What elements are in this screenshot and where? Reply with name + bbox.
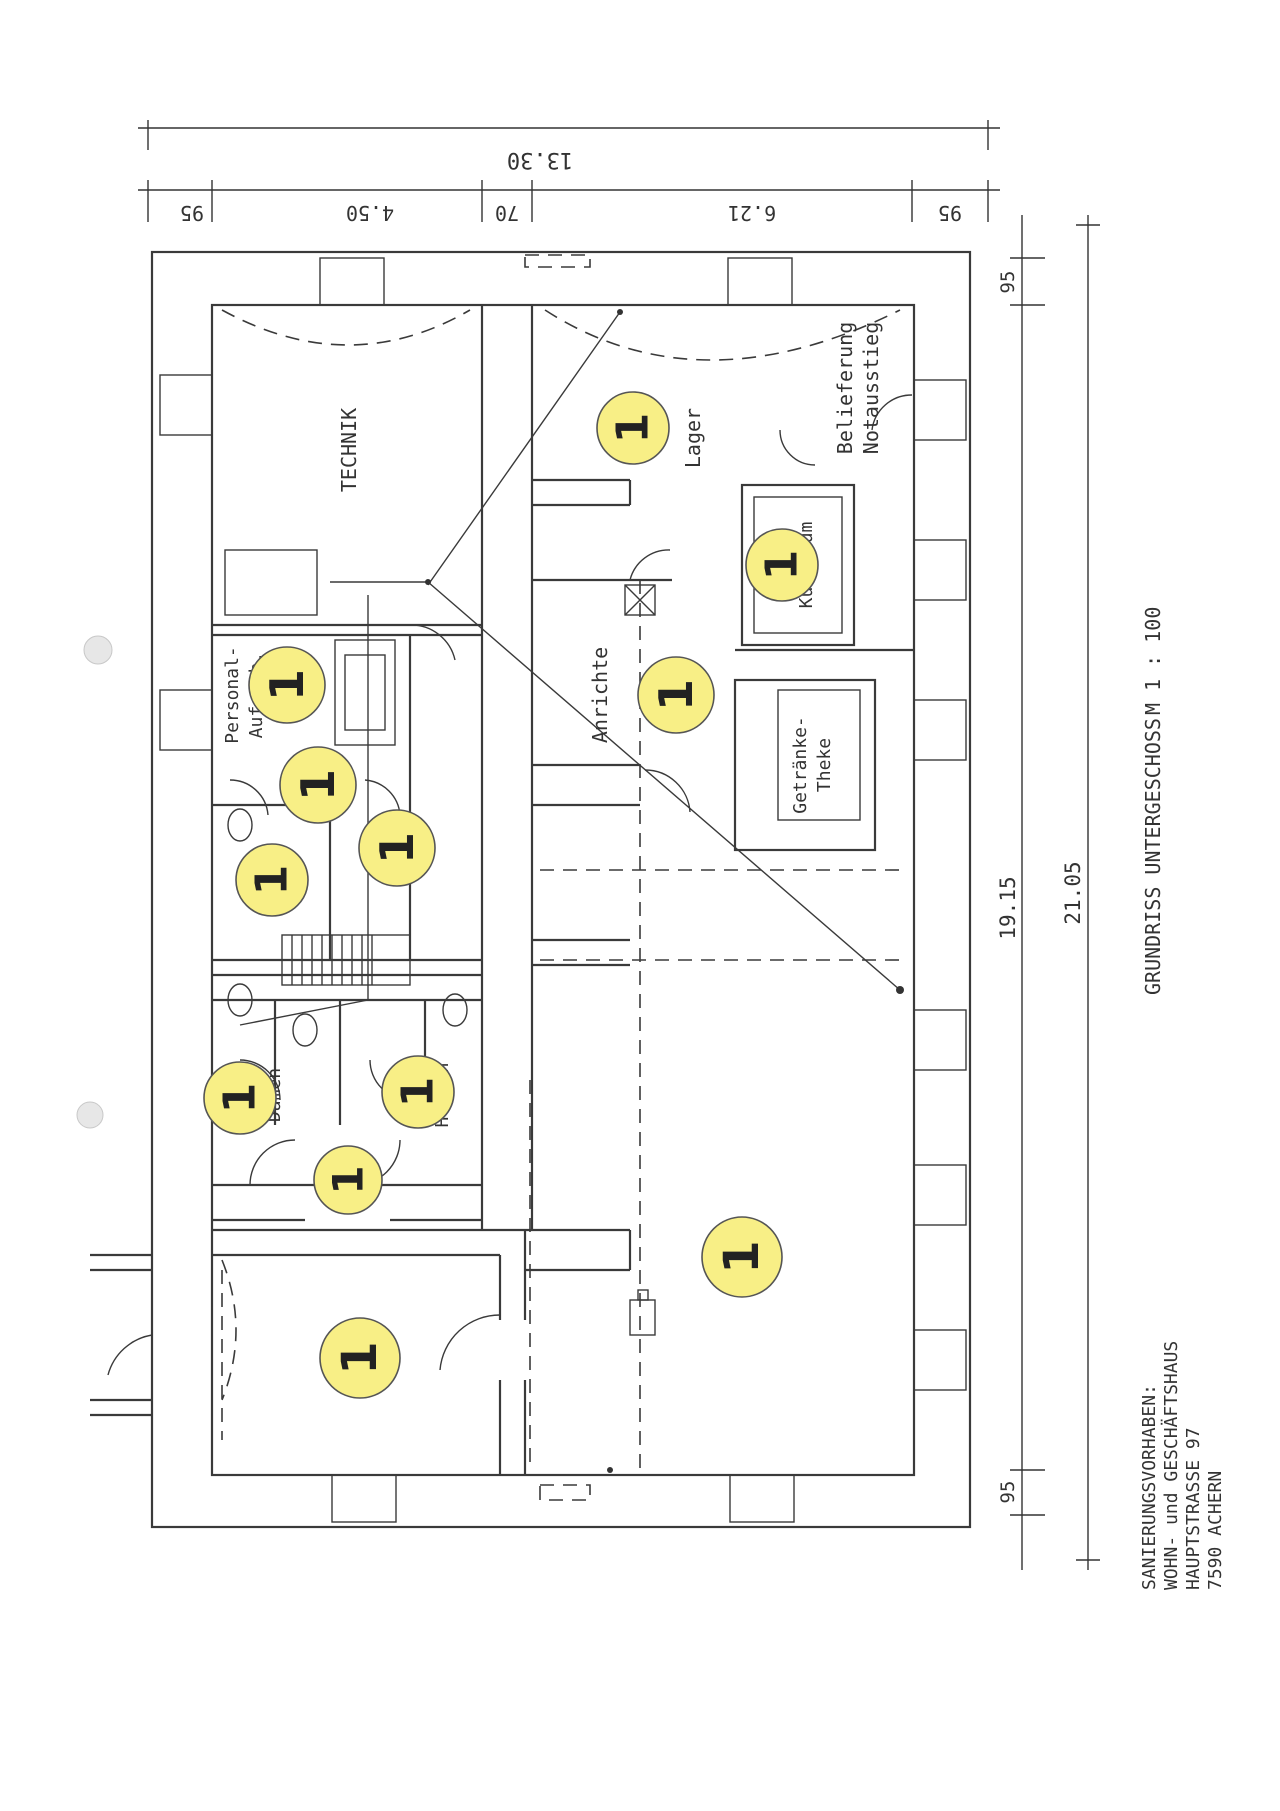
room-label-theke: Theke — [814, 738, 835, 792]
room-label-personal: Personal- — [222, 646, 243, 744]
marker-value: 1 — [649, 679, 703, 711]
marker-anrichte: 1 — [637, 656, 715, 734]
room-label-getraenke: Getränke- — [790, 716, 811, 814]
marker-kuehlraum: 1 — [745, 528, 819, 602]
dim-top-seg-5: 95 — [938, 201, 962, 225]
drawing-title: GRUNDRISS UNTERGESCHOSS — [1141, 718, 1165, 995]
marker-value: 1 — [247, 865, 298, 896]
marker-flur-2: 1 — [358, 809, 436, 887]
building-walls — [90, 250, 972, 1529]
dim-right-end-bottom: 95 — [997, 1481, 1019, 1504]
marker-damen: 1 — [203, 1061, 277, 1135]
marker-value: 1 — [370, 832, 424, 864]
markers: 1 1 1 1 1 1 1 1 — [203, 391, 819, 1399]
marker-value: 1 — [215, 1083, 266, 1114]
project-line-4: 7590 ACHERN — [1205, 1471, 1226, 1590]
marker-value: 1 — [714, 1240, 770, 1273]
dim-top-seg-1: 95 — [180, 201, 204, 225]
marker-eingang: 1 — [319, 1317, 401, 1399]
marker-value: 1 — [291, 769, 345, 801]
room-label-lager: Lager — [681, 408, 705, 468]
project-line-2: WOHN- und GESCHÄFTSHAUS — [1161, 1341, 1182, 1590]
dim-top-seg-4: 6.21 — [728, 201, 776, 225]
room-label-belieferung: Belieferung — [833, 322, 857, 454]
marker-herren: 1 — [381, 1055, 455, 1129]
dim-top-total: 13.30 — [507, 147, 573, 172]
room-label-anrichte: Anrichte — [588, 647, 612, 743]
dim-right-end-top: 95 — [997, 271, 1019, 294]
project-line-3: HAUPTSTRASSE 97 — [1183, 1427, 1204, 1590]
marker-gastraum: 1 — [701, 1216, 783, 1298]
room-label-technik: TECHNIK — [337, 408, 361, 492]
marker-value: 1 — [608, 413, 659, 444]
dim-right-inner: 19.15 — [996, 876, 1020, 939]
marker-lager: 1 — [596, 391, 670, 465]
dim-top-seg-3: 70 — [495, 201, 519, 225]
dim-top-seg-2: 4.50 — [346, 201, 394, 225]
marker-value: 1 — [324, 1165, 373, 1194]
marker-value: 1 — [332, 1341, 388, 1374]
room-label-notausstieg: Notausstieg — [859, 322, 883, 454]
drawing-scale: M 1 : 100 — [1141, 607, 1165, 715]
marker-value: 1 — [393, 1077, 444, 1108]
project-line-1: SANIERUNGSVORHABEN: — [1139, 1384, 1160, 1590]
marker-uk: 1 — [235, 843, 309, 917]
dim-right-total: 21.05 — [1061, 861, 1085, 924]
marker-flur-1: 1 — [279, 746, 357, 824]
right-dimension-chain: 95 19.15 21.05 95 — [996, 215, 1100, 1570]
binder-hole-top — [83, 635, 113, 665]
title-block: GRUNDRISS UNTERGESCHOSS M 1 : 100 SANIER… — [1139, 607, 1226, 1590]
top-dimension-chain: 13.30 95 4.50 70 6.21 95 — [138, 120, 1000, 225]
binder-hole-bottom — [76, 1101, 104, 1129]
marker-value: 1 — [757, 550, 808, 581]
marker-value: 1 — [260, 669, 314, 701]
marker-personal: 1 — [248, 646, 326, 724]
marker-wc: 1 — [313, 1145, 383, 1215]
staircase — [281, 934, 411, 986]
